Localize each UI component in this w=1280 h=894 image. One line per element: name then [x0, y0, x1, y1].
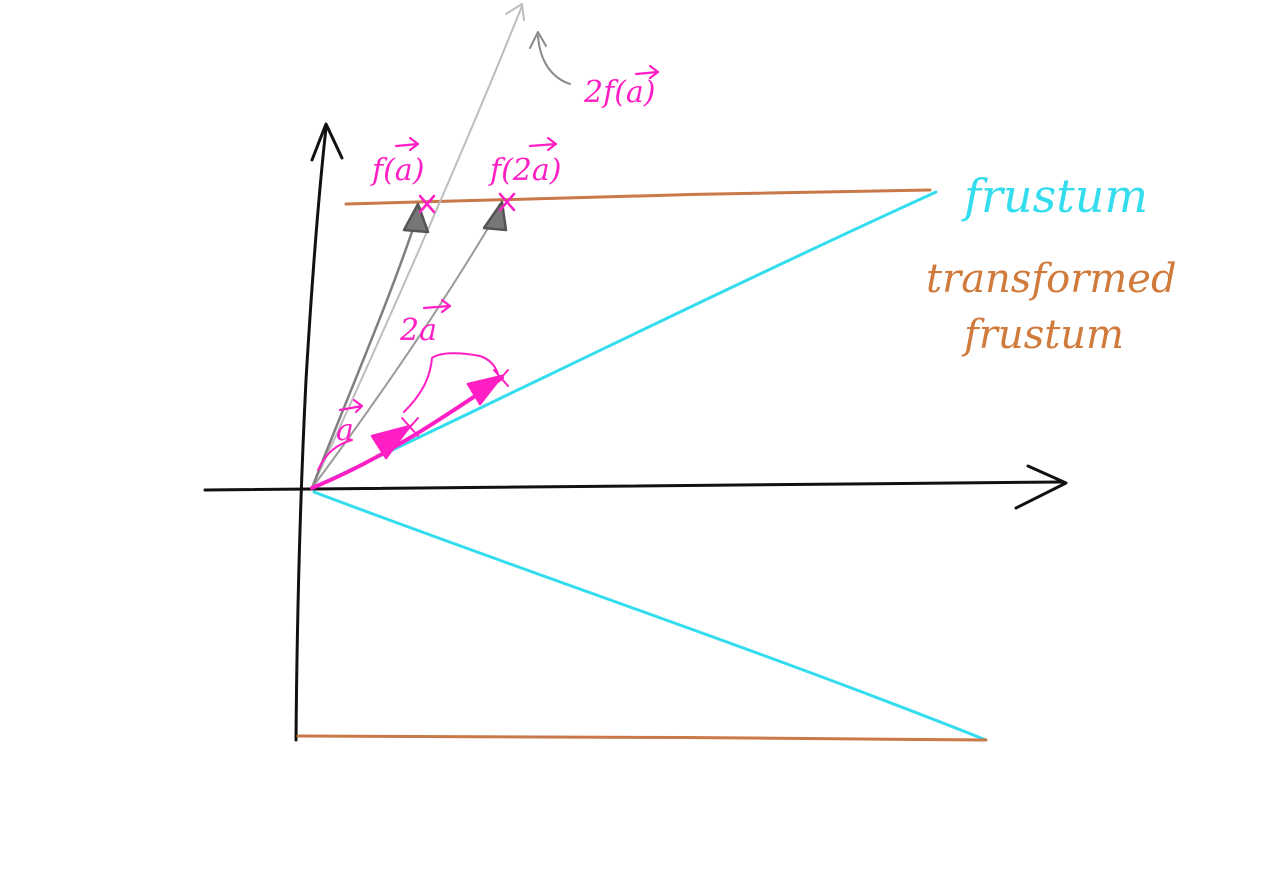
y-axis: [294, 126, 328, 742]
label-2a: 2a: [399, 313, 437, 348]
ray-extension-2fa-arrowhead: [505, 3, 525, 21]
labels: a 2a f(a) f(2a) 2f(a) frustum transforme…: [336, 75, 1177, 448]
ray-2fa-callout: [537, 35, 571, 85]
y-axis-arrowhead: [310, 122, 344, 162]
near-plane-crosses: [418, 192, 516, 214]
vec-arrow-2a: [422, 298, 452, 314]
ray-2fa-callout-arrowhead: [529, 31, 547, 49]
label-transformed: transformed: [926, 256, 1177, 302]
transformed-near-plane: [344, 188, 932, 206]
ray-f-a-arrowhead: [402, 202, 430, 234]
label-f-a: f(a): [370, 153, 424, 188]
vectors: [310, 352, 509, 490]
transformed-far-plane: [296, 734, 988, 742]
vec-arrow-f-a: [394, 136, 420, 152]
label-f-2a: f(2a): [488, 153, 561, 188]
label-vector-arrows: [338, 64, 660, 414]
ray-f-2a: [311, 207, 501, 489]
cross-f-2a: [498, 192, 516, 212]
label-a: a: [336, 413, 354, 448]
label-2f-a: 2f(a): [583, 75, 655, 110]
frustum-edges: [310, 190, 988, 742]
axes: [203, 122, 1068, 742]
brace-2a: [403, 352, 499, 413]
label-transformed-frustum: frustum: [961, 312, 1124, 358]
x-axis: [203, 480, 1064, 492]
vector-a-arrowhead: [370, 424, 412, 460]
frustum-lower-edge: [312, 490, 988, 742]
vec-arrow-a: [338, 398, 364, 414]
angle-arc-a: [317, 439, 353, 471]
transformed-frustum-edges: [296, 188, 988, 742]
tick-2a: [493, 369, 509, 387]
x-axis-arrowhead: [1014, 464, 1068, 510]
cross-f-a: [418, 194, 436, 214]
vec-arrow-2fa: [634, 64, 660, 80]
ray-f-a: [310, 206, 422, 490]
tick-a: [401, 417, 419, 437]
ray-extension-2fa: [311, 5, 523, 489]
label-frustum: frustum: [961, 169, 1148, 223]
vector-2a-arrowhead: [466, 374, 504, 406]
vec-arrow-f-2a: [528, 136, 558, 152]
